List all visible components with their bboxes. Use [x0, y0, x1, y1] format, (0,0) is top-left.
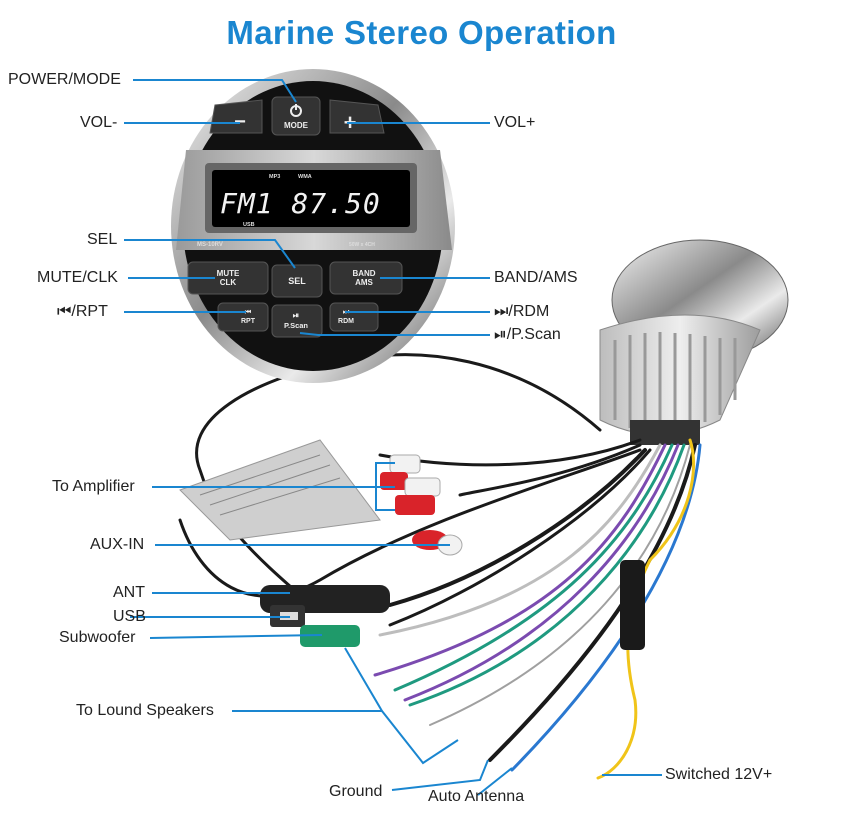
- rdm-button[interactable]: [329, 302, 379, 332]
- callout-switched-12v: Switched 12V+: [665, 766, 773, 783]
- mp3-indicator: MP3: [269, 174, 280, 180]
- callout-subwoofer: Subwoofer: [59, 629, 136, 646]
- callout-rdm: ⏭/RDM: [494, 303, 550, 320]
- callout-speakers: To Lound Speakers: [76, 702, 214, 719]
- callout-vol-minus: VOL-: [80, 114, 118, 131]
- band-label: BAND: [352, 269, 375, 278]
- wma-indicator: WMA: [298, 174, 312, 180]
- callout-pscan: ⏯/P.Scan: [494, 326, 561, 343]
- sel-button[interactable]: [271, 264, 323, 298]
- power-badge: 50W x 4CH: [349, 242, 375, 248]
- callout-to-amplifier: To Amplifier: [52, 478, 135, 495]
- model-label: MS-10RV: [197, 242, 223, 248]
- callout-rpt: ⏮/RPT: [57, 303, 108, 320]
- callout-power-mode: POWER/MODE: [8, 71, 121, 88]
- vol-plus-button[interactable]: [329, 99, 385, 134]
- page-title: Marine Stereo Operation: [226, 14, 617, 51]
- skip-previous-icon: ⏮: [245, 309, 252, 316]
- play-pause-icon: ⏯: [293, 311, 299, 320]
- callout-auto-antenna: Auto Antenna: [428, 788, 525, 805]
- callout-sel: SEL: [87, 231, 118, 248]
- stereo-head-unit: MODE − + MUTE CLK SEL BAND AMS ⏮ RPT ⏯ P…: [171, 69, 455, 383]
- rdm-label: RDM: [338, 318, 354, 325]
- rca-connectors: [380, 454, 463, 556]
- mode-label: MODE: [284, 121, 309, 130]
- callout-aux-in: AUX-IN: [90, 536, 145, 553]
- rear-housing: [599, 239, 789, 445]
- callout-mute-clk: MUTE/CLK: [37, 269, 118, 286]
- pscan-label: P.Scan: [284, 321, 308, 330]
- rpt-button[interactable]: [217, 302, 269, 332]
- pscan-button[interactable]: [271, 304, 323, 338]
- sel-label: SEL: [288, 276, 306, 286]
- callout-ant: ANT: [113, 584, 145, 601]
- callout-vol-plus: VOL+: [494, 114, 536, 131]
- wire-harness: [178, 353, 702, 780]
- clk-label: CLK: [220, 278, 237, 287]
- manual-booklet: [179, 439, 381, 541]
- callout-lines: [124, 79, 662, 796]
- callout-ground: Ground: [329, 783, 383, 800]
- callout-usb: USB: [113, 608, 146, 625]
- callout-band-ams: BAND/AMS: [494, 269, 578, 286]
- usb-indicator: USB: [243, 222, 255, 228]
- ams-label: AMS: [355, 278, 373, 287]
- mute-label: MUTE: [217, 269, 240, 278]
- lcd-frequency: FM1 87.50: [220, 187, 381, 220]
- rpt-label: RPT: [241, 318, 256, 325]
